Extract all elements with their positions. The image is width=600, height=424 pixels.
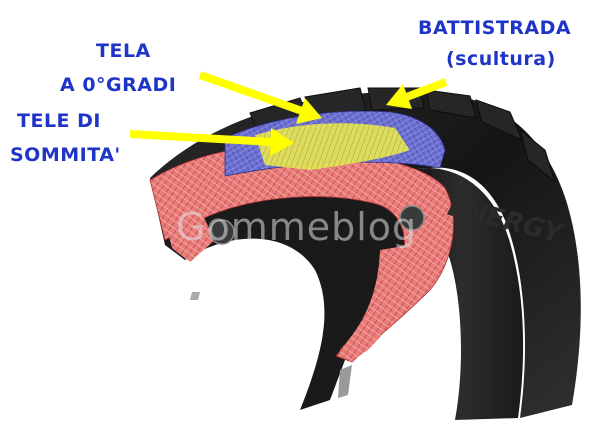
bead-left xyxy=(160,200,215,262)
label-battistrada: BATTISTRADA xyxy=(418,17,572,39)
watermark: Gommeblog xyxy=(176,205,418,249)
bead-bottom-right xyxy=(338,365,352,398)
arrow-tela-0-gradi xyxy=(198,71,322,124)
label-tele-di: TELE DI xyxy=(17,110,101,132)
bead-wire-left xyxy=(209,219,235,245)
label-sommita: SOMMITA' xyxy=(10,144,121,166)
zero-degree-ply xyxy=(255,123,410,170)
arrow-battistrada xyxy=(386,78,448,109)
bead-wire-right xyxy=(399,205,425,231)
bead-bottom-left xyxy=(190,292,200,300)
label-a-0-gradi: A 0°GRADI xyxy=(60,74,177,96)
carcass-ply-sidewall xyxy=(340,245,420,362)
label-scultura: (scultura) xyxy=(446,48,556,70)
tread-blocks xyxy=(249,87,556,184)
tire-sidewall xyxy=(400,168,524,420)
arrow-tele-sommita xyxy=(129,128,294,156)
label-tela: TELA xyxy=(96,40,151,62)
